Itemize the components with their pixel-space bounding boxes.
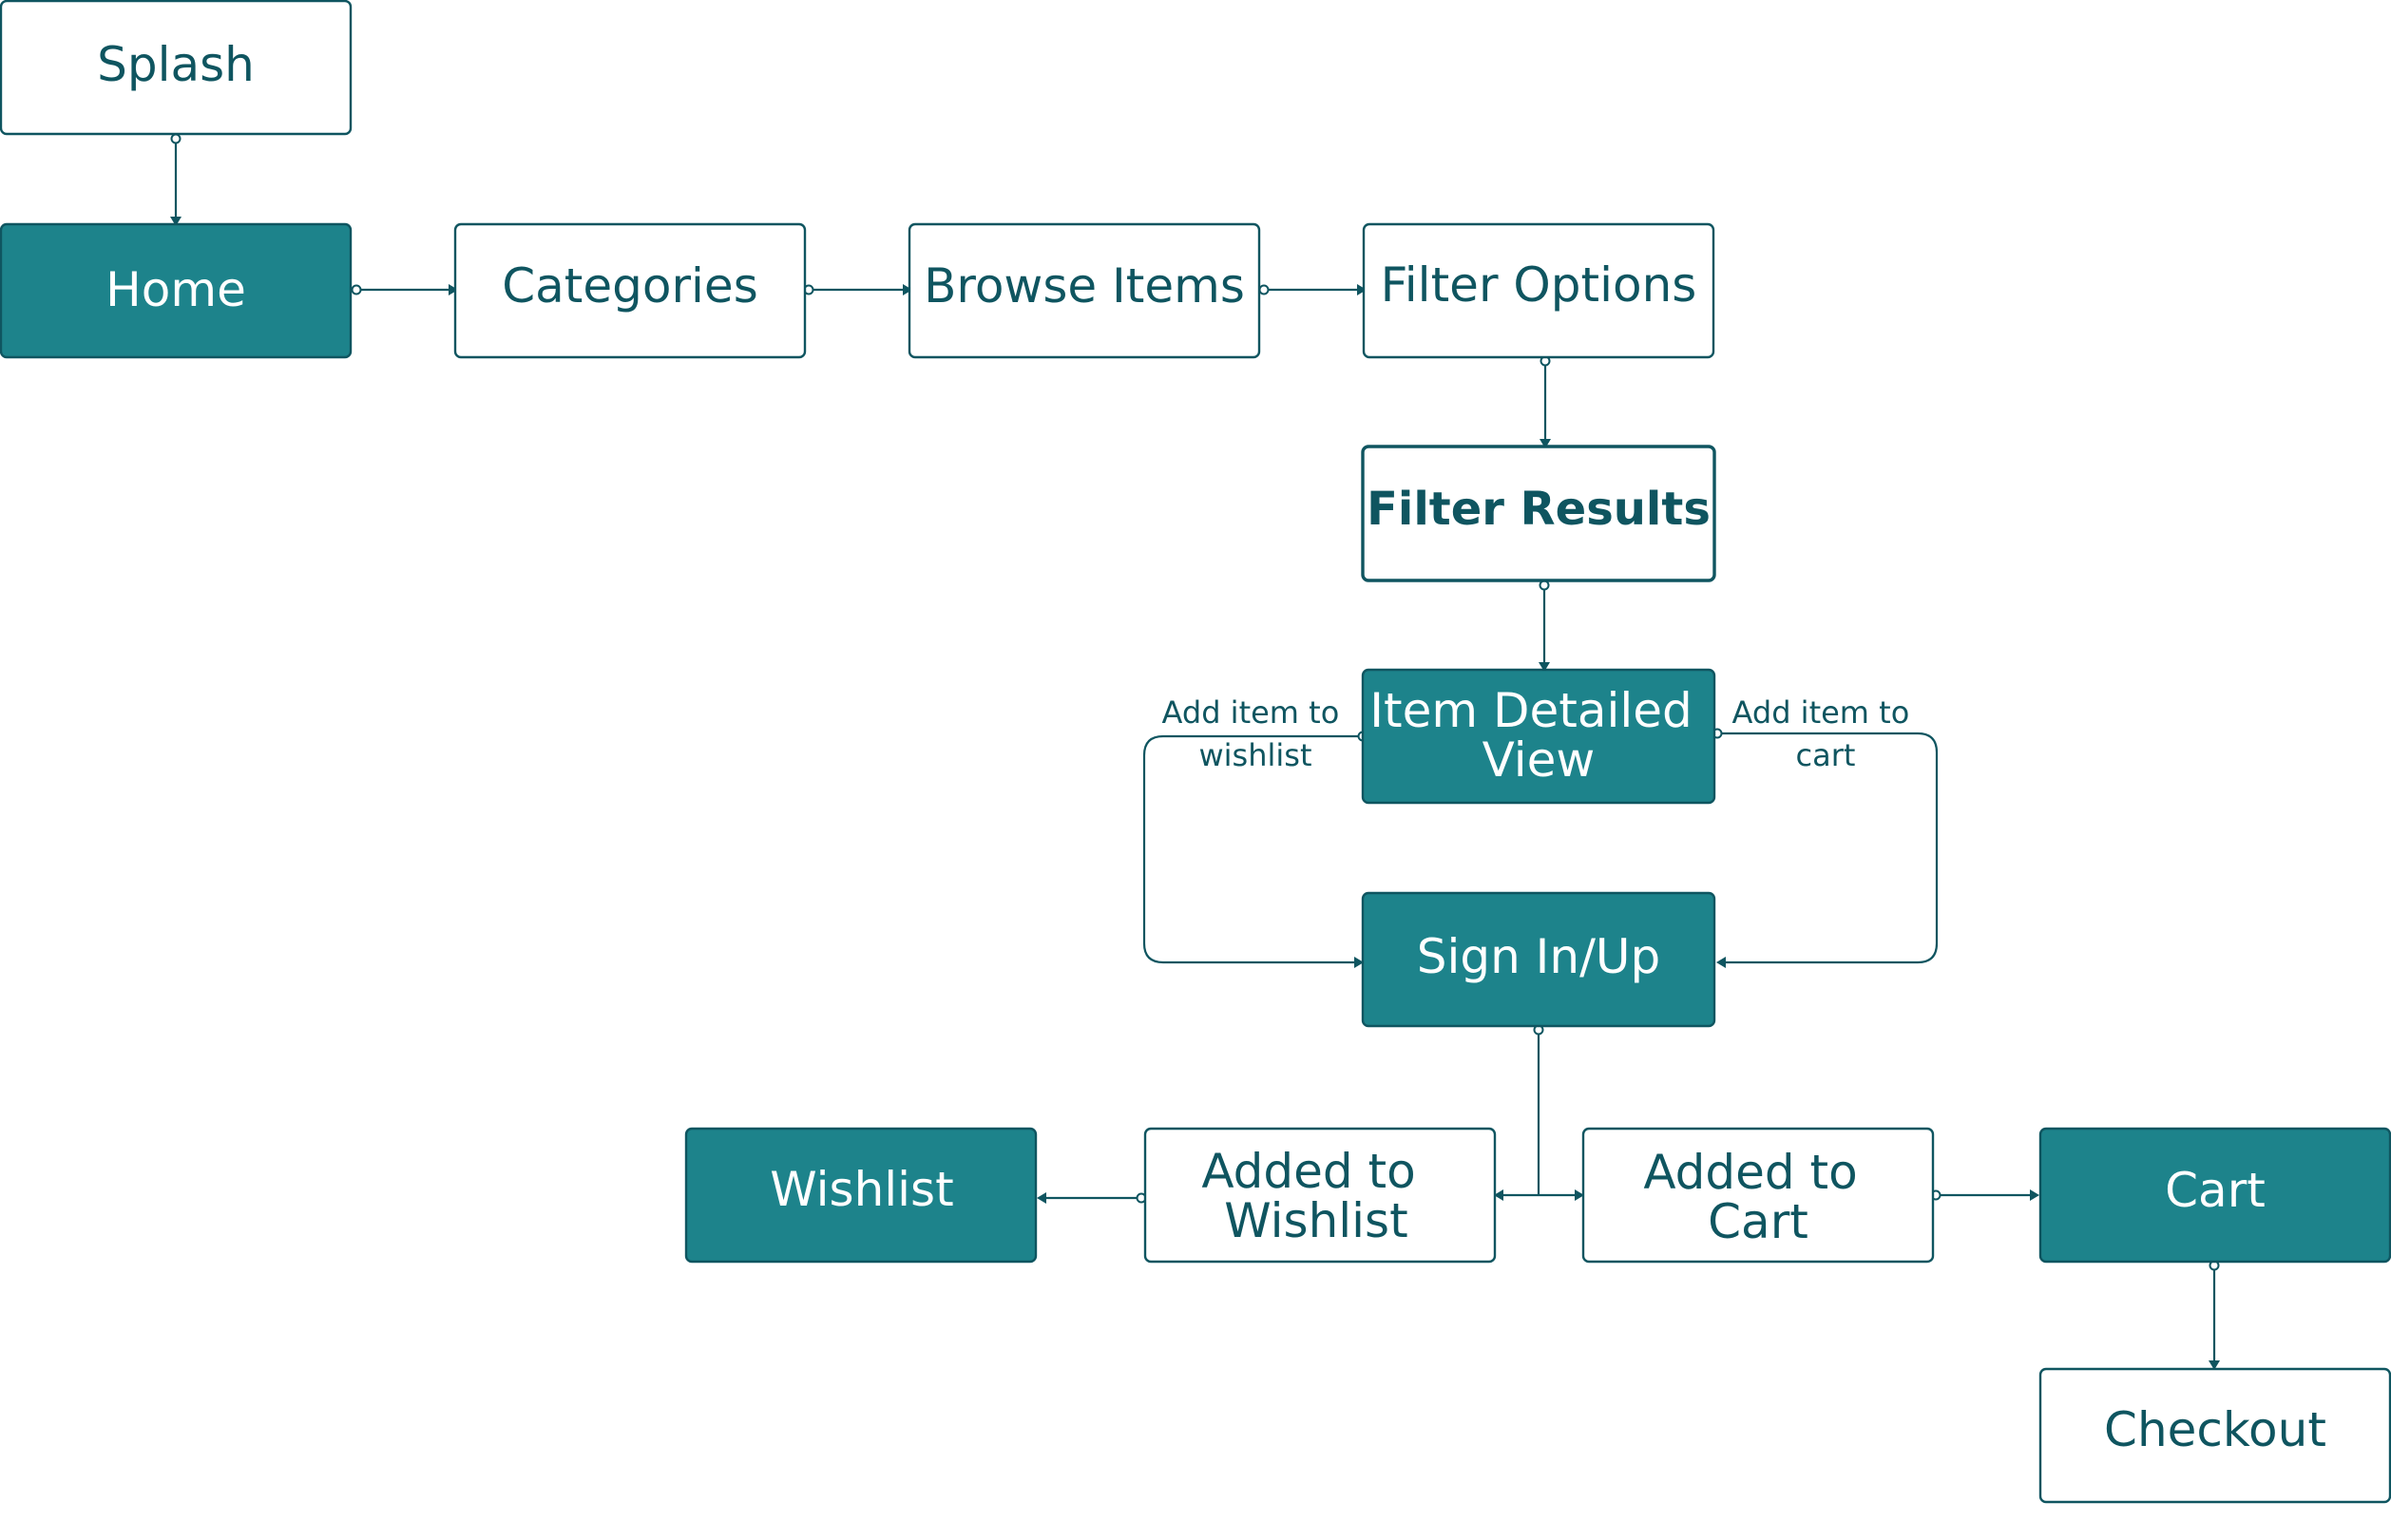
node-label-added-to-wishlist: Added to Wishlist — [1201, 1144, 1430, 1248]
node-filter-results: Filter Results — [1361, 445, 1716, 582]
node-label-wishlist: Wishlist — [770, 1162, 953, 1217]
node-label-cart: Cart — [2165, 1163, 2266, 1218]
arrowhead-icon — [1540, 439, 1551, 448]
arrowhead-icon — [1494, 1189, 1503, 1201]
node-splash: Splash — [0, 0, 353, 136]
node-cart: Cart — [2038, 1127, 2391, 1264]
node-label-checkout: Checkout — [2104, 1402, 2326, 1457]
arrowhead-icon — [1357, 284, 1367, 295]
node-label-item-detailed-view: Item Detailed View — [1369, 683, 1707, 788]
node-label-categories: Categories — [502, 258, 758, 314]
connector-itemview-signin-wishlist — [1142, 734, 1363, 964]
node-label-splash: Splash — [97, 37, 255, 92]
connector-itemview-signin-cart — [1717, 732, 1939, 964]
node-sign-in-up: Sign In/Up — [1361, 891, 1716, 1028]
arrowhead-icon — [1575, 1189, 1584, 1201]
edge-label-wishlist: Add item to wishlist — [1162, 694, 1349, 773]
edge-label-cart: Add item to cart — [1732, 694, 1920, 773]
arrowhead-icon — [1354, 957, 1364, 968]
node-item-detailed-view: Item Detailed View — [1361, 668, 1716, 805]
connector-start-dot — [1539, 580, 1550, 591]
arrowhead-icon — [2030, 1189, 2039, 1201]
arrowhead-icon — [1539, 662, 1550, 672]
node-added-to-cart: Added to Cart — [1581, 1127, 1935, 1264]
node-browse-items: Browse Items — [908, 222, 1261, 359]
arrowhead-icon — [449, 284, 458, 295]
node-wishlist: Wishlist — [684, 1127, 1038, 1264]
edge-labels: Add item to wishlist Add item to cart — [1162, 694, 1920, 773]
node-label-filter-options: Filter Options — [1381, 257, 1697, 313]
node-label-added-to-cart: Added to Cart — [1643, 1145, 1872, 1249]
node-added-to-wishlist: Added to Wishlist — [1143, 1127, 1497, 1264]
connector-start-dot — [351, 284, 362, 295]
arrowhead-icon — [170, 217, 182, 226]
node-label-filter-results: Filter Results — [1367, 483, 1711, 536]
node-label-sign-in-up: Sign In/Up — [1417, 929, 1661, 984]
connectors — [170, 133, 2220, 1370]
arrowhead-icon — [1716, 957, 1726, 968]
arrowhead-icon — [2209, 1360, 2220, 1370]
arrowhead-icon — [903, 284, 912, 295]
node-label-browse-items: Browse Items — [924, 258, 1245, 314]
node-checkout: Checkout — [2038, 1367, 2391, 1504]
nodes: Splash Home Categories Browse Items — [0, 0, 2391, 1504]
connector-start-dot — [1258, 284, 1270, 295]
node-filter-options: Filter Options — [1362, 222, 1715, 359]
arrowhead-icon — [1037, 1192, 1046, 1204]
connector-start-dot — [170, 133, 182, 144]
node-home: Home — [0, 222, 353, 359]
node-label-home: Home — [105, 262, 246, 317]
node-categories: Categories — [453, 222, 807, 359]
